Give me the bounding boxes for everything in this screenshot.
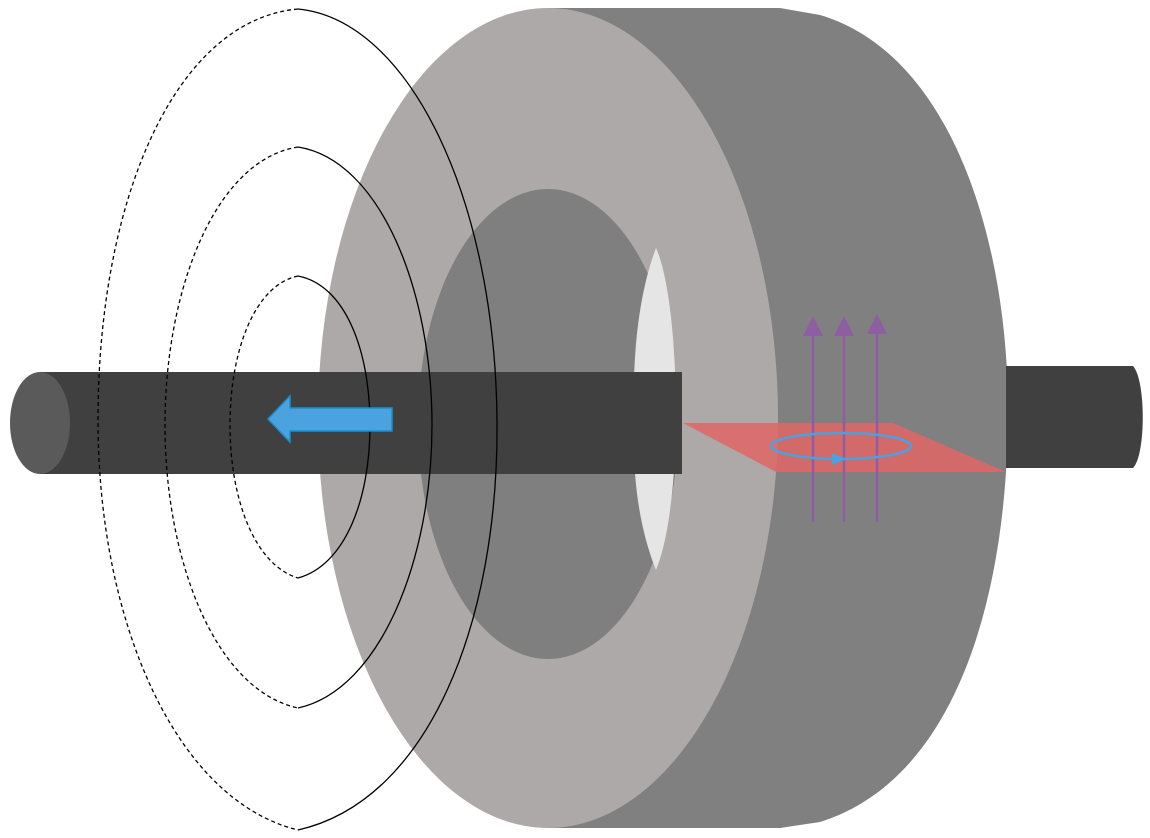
field-line-small-back <box>229 275 299 579</box>
field-line-large-back <box>97 8 299 831</box>
current-direction-arrow <box>266 394 393 444</box>
field-line-large-front <box>297 8 498 831</box>
field-line-medium-front <box>297 146 433 709</box>
flux-arrow <box>834 316 854 522</box>
flux-arrow <box>867 314 887 522</box>
field-line-medium-back <box>164 146 299 709</box>
flux-arrows <box>803 314 887 522</box>
flux-arrow <box>803 316 823 522</box>
circulation-loop <box>769 431 913 465</box>
circulation-loop-arrowhead <box>832 453 846 465</box>
conductor-exit <box>1006 366 1143 468</box>
conductor-end-cap <box>10 372 70 474</box>
